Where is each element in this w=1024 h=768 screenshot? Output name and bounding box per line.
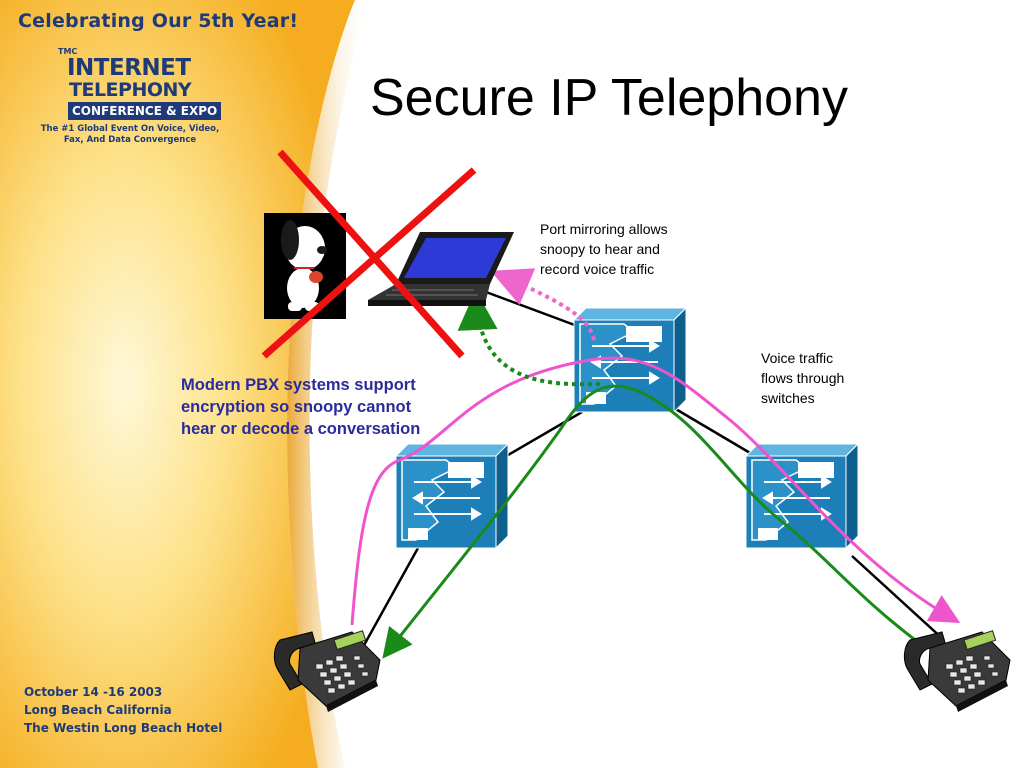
logo-telephony: TELEPHONY [69,79,192,101]
tagline-line-1: The #1 Global Event On Voice, Video, [40,124,220,134]
link-core-right-switch [673,406,763,462]
port-mirroring-line-3: record voice traffic [540,261,655,277]
voice-traffic-line-3: switches [761,390,815,406]
snoopy-image [264,213,346,319]
link-core-left-switch [495,410,583,464]
link-left-switch-phone [356,547,420,657]
voice-traffic-line-2: flows through [761,370,845,386]
voice-path-green [382,384,927,659]
logo-internet: INTERNET [67,55,191,81]
voice-path-pink [350,356,961,626]
phone-right-icon [903,630,1011,713]
event-venue: The Westin Long Beach Hotel [24,721,223,735]
voice-traffic-line-1: Voice traffic [761,350,834,366]
port-mirroring-line-1: Port mirroring allows [540,221,668,237]
pbx-encryption-note: Modern PBX systems support encryption so… [181,374,420,440]
pbx-note-line-1: Modern PBX systems support [181,376,416,394]
pbx-note-line-3: hear or decode a conversation [181,420,421,438]
sidebar-background [0,0,370,768]
pbx-note-line-2: encryption so snoopy cannot [181,398,412,416]
port-mirroring-callout: Port mirroring allows snoopy to hear and… [540,219,668,279]
link-right-switch-phone [851,555,945,641]
conference-tagline: The #1 Global Event On Voice, Video, Fax… [30,124,230,146]
tagline-line-2: Fax, And Data Convergence [63,135,197,145]
banner-text: Celebrating Our 5th Year! [18,10,299,32]
mirror-path-green [457,290,601,387]
event-city: Long Beach California [24,703,172,717]
voice-traffic-callout: Voice traffic flows through switches [761,348,844,408]
left-switch [395,443,509,549]
mirror-path-pink [490,268,596,341]
red-x-icon [261,149,477,359]
slide-title: Secure IP Telephony [370,69,848,127]
port-mirroring-line-2: snoopy to hear and [540,241,660,257]
event-dates: October 14 -16 2003 [24,685,163,699]
logo-tmc: TMC [58,47,78,56]
logo-conference-expo: CONFERENCE & EXPO [68,102,222,120]
event-info: October 14 -16 2003 Long Beach Californi… [24,683,222,737]
